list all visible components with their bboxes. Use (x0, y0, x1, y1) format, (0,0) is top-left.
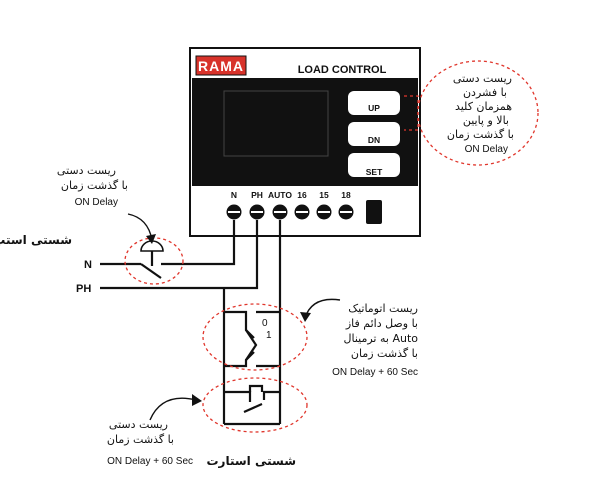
terminal-label-16: 16 (297, 190, 307, 200)
start-switch-label: شستی استارت (206, 454, 296, 468)
buttons-reset-note: ریست دستی با فشردن همزمان کلید بالا و پا… (447, 72, 514, 155)
brand-logo: RAMA (195, 55, 247, 76)
stop-note-line-2: با گذشت زمان (61, 179, 128, 192)
terminal-label-15: 15 (319, 190, 329, 200)
selector-pos-1-label: 1 (266, 330, 272, 341)
device-model-title: LOAD CONTROL (298, 64, 387, 76)
up-button[interactable]: UP (348, 91, 400, 115)
dn-button-label: DN (368, 135, 380, 145)
start-reset-note: ریست دستی با گذشت زمان ON Delay + 60 Sec (107, 418, 193, 467)
wiring (100, 220, 282, 426)
buttons-note-line-5: با گذشت زمان (447, 128, 514, 141)
start-switch-highlight (202, 377, 308, 433)
buttons-note-line-3: همزمان کلید (455, 100, 512, 113)
stop-note-line-3: ON Delay (75, 197, 118, 208)
buttons-note-line-1: ریست دستی (453, 72, 512, 85)
up-button-label: UP (368, 103, 380, 113)
terminal-screw-16 (294, 204, 310, 220)
display-screen (223, 90, 329, 157)
terminal-label-n: N (231, 190, 237, 200)
start-note-line-3: ON Delay + 60 Sec (107, 456, 193, 467)
selector-pos-0-label: 0 (262, 318, 268, 329)
neutral-line-label: N (84, 259, 92, 271)
buttons-note-line-2: با فشردن (463, 86, 507, 99)
auto-note-line-5: ON Delay + 60 Sec (332, 367, 418, 378)
load-control-device: RAMA LOAD CONTROL UP DN SET N PH AUTO 16… (189, 47, 421, 237)
phase-line-label: PH (76, 283, 91, 295)
terminal-label-auto: AUTO (268, 190, 292, 200)
terminal-screws (226, 200, 382, 224)
terminal-screw-ph (249, 204, 265, 220)
auto-note-line-4: با گذشت زمان (351, 347, 418, 360)
set-button[interactable]: SET (348, 153, 400, 177)
auto-selector-highlight (202, 303, 308, 371)
stop-switch-label: شستی استپ (0, 233, 72, 247)
terminal-label-18: 18 (341, 190, 351, 200)
dn-button[interactable]: DN (348, 122, 400, 146)
annotation-arrows (127, 213, 341, 421)
terminal-label-ph: PH (251, 190, 263, 200)
terminal-block-end (366, 200, 382, 224)
set-button-label: SET (366, 167, 383, 177)
brand-logo-text: RAMA (198, 58, 244, 74)
auto-note-line-3: به ترمینال Auto (343, 332, 418, 345)
start-note-line-1: ریست دستی (109, 418, 168, 431)
stop-note-line-1: ریست دستی (57, 164, 116, 177)
auto-note-line-1: ریست اتوماتیک (348, 302, 418, 315)
auto-reset-note: ریست اتوماتیک با وصل دائم فاز به ترمینال… (332, 302, 418, 378)
buttons-note-line-6: ON Delay (465, 144, 508, 155)
terminal-screw-auto (272, 204, 288, 220)
terminal-screw-n (226, 204, 242, 220)
button-note-connector (404, 95, 419, 131)
start-note-line-2: با گذشت زمان (107, 433, 174, 446)
auto-note-line-2: با وصل دائم فاز (345, 317, 418, 330)
terminal-labels: N PH AUTO 16 15 18 (231, 190, 351, 200)
terminal-screw-18 (338, 204, 354, 220)
buttons-note-line-4: بالا و پایین (463, 114, 509, 127)
stop-reset-note: ریست دستی با گذشت زمان ON Delay (57, 164, 128, 208)
terminal-screw-15 (316, 204, 332, 220)
